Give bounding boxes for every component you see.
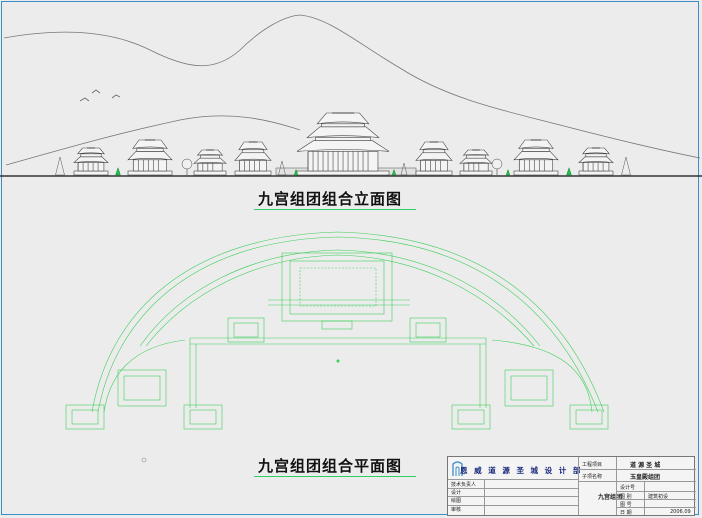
plan-marker <box>336 359 340 363</box>
cypress-tree-3 <box>400 162 408 176</box>
mountain-silhouette <box>3 14 701 166</box>
drawing-name: 九宫组团 <box>598 494 623 501</box>
sheet-no-label: 图 号 <box>620 502 632 508</box>
pavilion-elev-9 <box>578 147 614 176</box>
pavilion-elev-2 <box>127 139 173 176</box>
left-branch <box>189 338 197 408</box>
date-label: 日 期 <box>620 510 632 516</box>
pavilion-plan-sw <box>65 404 105 430</box>
cypress-tree-right <box>621 156 631 176</box>
birds <box>79 89 121 102</box>
pavilion-elev-6 <box>415 141 453 176</box>
elevation-title: 九宫组团组合立面图 <box>258 190 403 208</box>
pavilion-plan-sc-l <box>183 404 223 430</box>
pavilion-plan-w-in <box>123 375 161 401</box>
tree-green-1 <box>115 167 121 176</box>
role-design: 设计 <box>451 490 462 496</box>
role-drafting: 绘图 <box>451 498 462 504</box>
pavilion-plan-se <box>569 404 609 430</box>
cypress-tree-left <box>55 156 65 176</box>
main-hall-platform <box>281 252 393 322</box>
main-hall-elev <box>296 112 390 176</box>
inner-arc <box>139 249 541 347</box>
tree-green-2 <box>293 168 299 176</box>
elevation-buildings <box>55 112 631 176</box>
pavilion-plan-sc-r-in <box>457 409 485 425</box>
date-value: 2006.09 <box>670 509 691 515</box>
pavilion-plan-e <box>504 369 554 407</box>
pavilion-elev-8 <box>513 139 559 176</box>
plan-title-underline <box>254 476 416 477</box>
subitem-value: 玉皇殿组团 <box>630 474 661 481</box>
drawing-type-label: 图 别 <box>620 494 632 500</box>
pavilion-plan-ne <box>409 317 447 343</box>
plan-title: 九宫组团组合平面图 <box>258 457 403 475</box>
elevation-title-underline <box>254 209 416 210</box>
role-tech-lead: 技术负责人 <box>451 482 477 488</box>
main-hall-terrace <box>289 260 385 315</box>
outer-arc <box>91 231 605 413</box>
title-block: 恩 威 道 源 圣 城 设 计 部 技术负责人 设计 绘图 审核 工程项目 道 … <box>447 456 696 516</box>
pavilion-plan-nw <box>227 317 265 343</box>
subitem-label: 子项名称 <box>582 474 603 480</box>
cypress-tree-2 <box>278 160 286 176</box>
plan-marker-2 <box>141 457 147 463</box>
main-hall-stair <box>321 320 353 330</box>
pavilion-plan-e-in <box>510 375 548 401</box>
role-review: 审核 <box>451 507 462 513</box>
main-hall <box>299 267 377 307</box>
pavilion-plan-sc-r <box>451 404 491 430</box>
pavilion-plan-sw-in <box>71 409 99 425</box>
drawing-type-value: 建筑初设 <box>648 494 669 500</box>
project-label: 工程项目 <box>582 462 603 468</box>
lower-arc-right <box>491 339 593 413</box>
plan-view <box>65 231 609 463</box>
round-tree-2 <box>491 158 503 175</box>
tree-green-3 <box>391 168 397 176</box>
pavilion-plan-ne-in <box>415 322 441 338</box>
pavilion-plan-se-in <box>575 409 603 425</box>
central-road <box>190 337 486 345</box>
tree-green-4 <box>505 168 511 176</box>
pavilion-plan-w <box>117 369 167 407</box>
right-branch <box>479 338 487 408</box>
org-logo-icon <box>452 461 463 476</box>
lower-arc-left <box>103 339 186 413</box>
pavilion-elev-1 <box>73 147 109 176</box>
design-no-label: 设计号 <box>620 485 636 491</box>
round-tree-1 <box>181 158 193 175</box>
outer-arc-inner <box>97 236 599 413</box>
tree-green-5 <box>566 167 572 176</box>
pavilion-elev-3 <box>193 149 227 176</box>
project-value: 道 源 圣 城 <box>630 462 661 469</box>
connect-upper <box>268 299 410 306</box>
inner-arc-2 <box>145 254 535 347</box>
pavilion-plan-sc-l-in <box>189 409 217 425</box>
pavilion-elev-7 <box>459 149 493 176</box>
pavilion-plan-nw-in <box>233 322 259 338</box>
pavilion-elev-4 <box>234 141 272 176</box>
org-name: 恩 威 道 源 圣 城 设 计 部 <box>460 466 583 475</box>
